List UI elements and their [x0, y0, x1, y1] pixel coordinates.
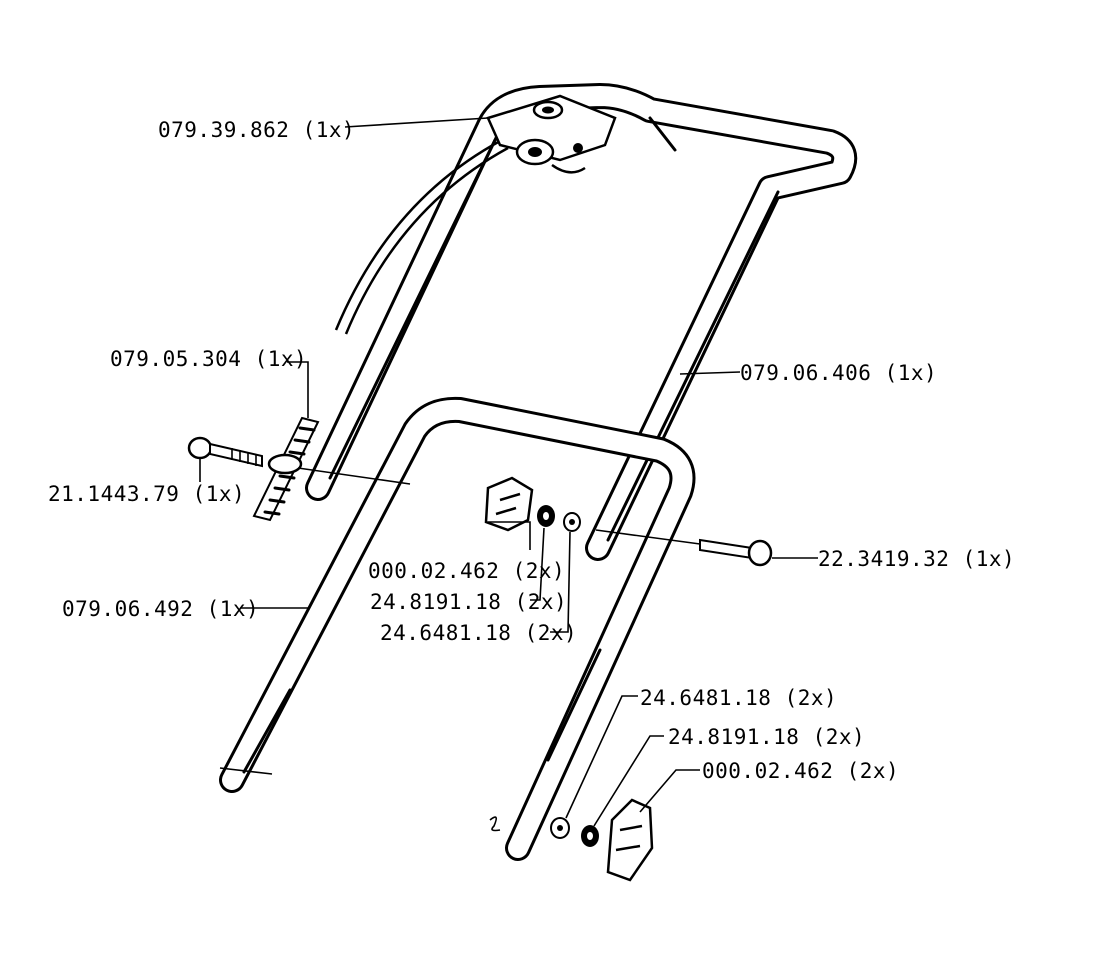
- star-knob-lower: [606, 798, 654, 882]
- lock-washer-lower: [581, 825, 599, 847]
- label-flat-washer-lower: 24.6481.18 (2x): [640, 686, 837, 710]
- label-screw: 21.1443.79 (1x): [48, 482, 245, 506]
- cable: [334, 138, 509, 335]
- star-knob-upper: [484, 476, 534, 532]
- label-lower-handle: 079.06.492 (1x): [62, 597, 259, 621]
- label-lock-washer-lower: 24.8191.18 (2x): [668, 725, 865, 749]
- flat-washer-lower: [550, 817, 570, 839]
- upper-handle-tube: [305, 83, 858, 561]
- lower-handle-tube: [219, 396, 696, 861]
- label-adjust-knob: 079.05.304 (1x): [110, 347, 307, 371]
- adjust-knob: [252, 416, 411, 522]
- label-lock-washer-upper: 24.8191.18 (2x): [370, 590, 567, 614]
- label-handle-clamp: 079.39.862 (1x): [158, 118, 355, 142]
- label-flat-washer-upper: 24.6481.18 (2x): [380, 621, 577, 645]
- lower-bolt-thread: [489, 816, 501, 832]
- label-star-knob-lower: 000.02.462 (2x): [702, 759, 899, 783]
- label-upper-handle: 079.06.406 (1x): [740, 361, 937, 385]
- handle-clamp: [486, 94, 617, 174]
- lock-washer-upper: [537, 505, 555, 527]
- leader-lines: [199, 117, 818, 827]
- label-star-knob-upper: 000.02.462 (2x): [368, 559, 565, 583]
- label-bolt: 22.3419.32 (1x): [818, 547, 1015, 571]
- flat-washer-upper: [563, 512, 581, 532]
- bolt: [595, 529, 773, 567]
